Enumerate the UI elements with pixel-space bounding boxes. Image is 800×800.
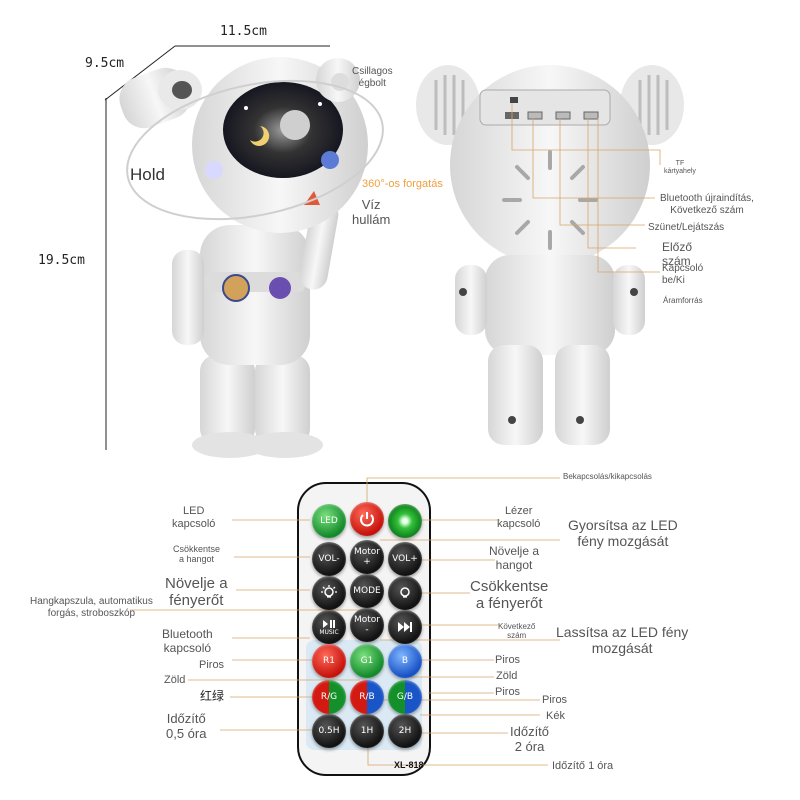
red-green-button[interactable]: R/G (312, 680, 346, 714)
label-timer-half-hour: Időzítő 0,5 óra (166, 711, 207, 741)
label-moon: Hold (130, 165, 165, 184)
label-power-on-off: Bekapcsolás/kikapcsolás (563, 472, 652, 481)
label-red-left: Piros (199, 659, 225, 671)
label-volume-down: Csökkentse a hangot (173, 544, 221, 565)
label-water-wave: Víz hullám (352, 197, 391, 227)
green-button[interactable]: G1 (350, 644, 384, 678)
label-red-right-3: Piros (542, 694, 568, 706)
red-button[interactable]: R1 (312, 644, 346, 678)
bluetooth-play-button[interactable]: MUSIC (312, 610, 346, 644)
next-track-icon (398, 622, 412, 632)
dimension-width: 11.5cm (220, 24, 267, 39)
label-red-green: 红绿 (200, 689, 225, 703)
label-prev-track: Előző szám (662, 240, 693, 268)
front-robot (119, 57, 384, 458)
label-led-switch: LED kapcsoló (172, 505, 216, 530)
timer-1h-button[interactable]: 1H (350, 714, 384, 748)
volume-down-button[interactable]: VOL- (312, 542, 346, 576)
label-tf-slot: TF kártyahely (664, 160, 696, 176)
next-track-button[interactable] (388, 610, 422, 644)
label-red-right-2: Piros (495, 686, 521, 698)
label-pause-play: Szünet/Lejátszás (648, 222, 725, 233)
mode-button[interactable]: MODE (350, 574, 384, 608)
play-pause-icon (323, 619, 335, 628)
label-volume-up: Növelje a hangot (489, 544, 540, 572)
back-robot (416, 65, 684, 445)
label-bluetooth-reset: Bluetooth újraindítás, Következő szám (660, 193, 754, 216)
red-blue-button[interactable]: R/B (350, 680, 384, 714)
volume-up-button[interactable]: VOL+ (388, 542, 422, 576)
brightness-down-icon (400, 587, 410, 598)
label-power-source: Áramforrás (663, 296, 703, 305)
laser-switch-button[interactable] (388, 504, 422, 538)
label-next-track: Következő szám (498, 622, 536, 641)
label-speed-up-led: Gyorsítsa az LED fény mozgását (568, 517, 678, 550)
label-brightness-down: Csökkentse a fényerőt (470, 578, 549, 613)
label-red-right: Piros (495, 654, 521, 666)
back-callout-lines (511, 103, 661, 273)
label-green-right: Zöld (496, 670, 518, 682)
power-icon (360, 512, 374, 527)
dimension-height: 19.5cm (38, 253, 85, 268)
timer-2h-button[interactable]: 2H (388, 714, 422, 748)
label-green-left: Zöld (164, 674, 186, 686)
timer-half-hour-button[interactable]: 0.5H (312, 714, 346, 748)
label-timer-1h: Időzítő 1 óra (552, 760, 614, 772)
remote-model-label: XL-818 (394, 760, 424, 770)
brightness-down-button[interactable] (388, 576, 422, 610)
label-blue-right: Kék (546, 710, 565, 722)
label-brightness-up: Növelje a fényerőt (165, 575, 228, 610)
green-blue-button[interactable]: G/B (388, 680, 422, 714)
brightness-up-icon (321, 585, 337, 598)
led-switch-button[interactable]: LED (312, 504, 346, 538)
label-switch: Kapcsoló be/Ki (662, 263, 704, 286)
label-bluetooth-switch: Bluetooth kapcsoló (162, 627, 213, 655)
blue-button[interactable]: B (388, 644, 422, 678)
motor-speed-down-button[interactable]: Motor - (350, 608, 384, 642)
label-starry-sky: Csillagos égbolt (352, 66, 393, 89)
label-mode: Hangkapszula, automatikus forgás, strobo… (30, 596, 153, 619)
dimension-depth: 9.5cm (85, 56, 125, 71)
brightness-up-button[interactable] (312, 576, 346, 610)
power-button[interactable] (350, 502, 384, 536)
label-laser-switch: Lézer kapcsoló (497, 505, 541, 530)
label-timer-2h: Időzítő 2 óra (510, 724, 550, 754)
label-rotation: 360°-os forgatás (362, 178, 443, 190)
label-slow-led: Lassítsa az LED fény mozgását (556, 624, 689, 657)
motor-speed-up-button[interactable]: Motor + (350, 540, 384, 574)
dimension-lines (104, 45, 330, 450)
